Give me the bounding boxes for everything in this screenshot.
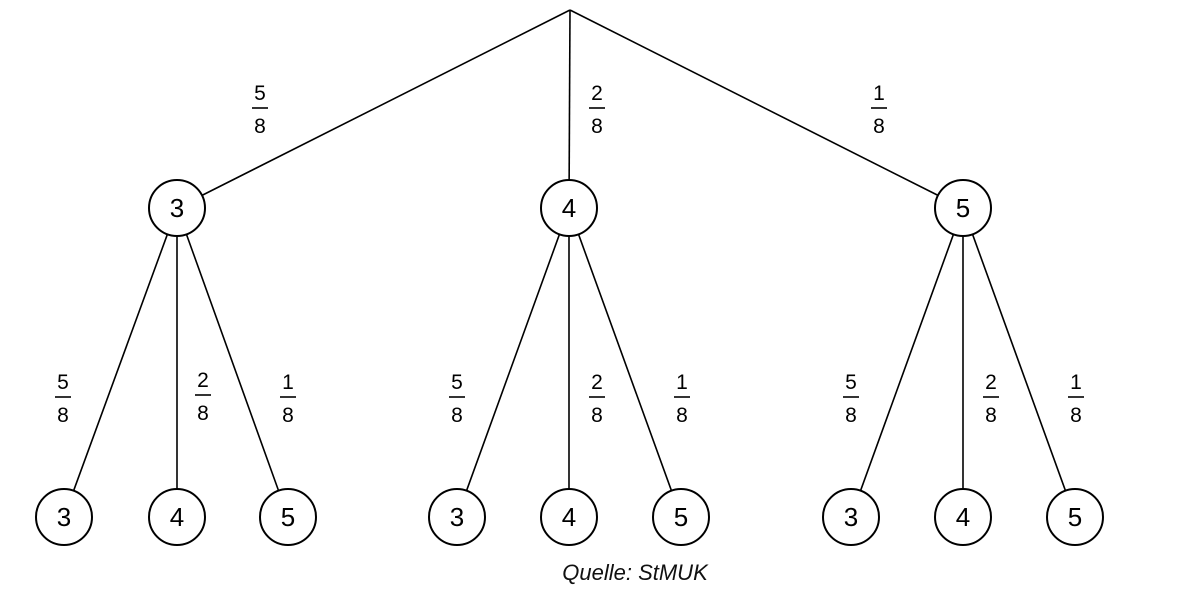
probability-denominator: 8 bbox=[985, 404, 997, 427]
edge-l1-0-to-l2-0 bbox=[72, 234, 169, 491]
probability-denominator: 8 bbox=[591, 115, 603, 138]
probability-numerator: 2 bbox=[985, 371, 997, 394]
node-label: 4 bbox=[956, 502, 970, 532]
probability-label-l1-2: 18 bbox=[871, 82, 887, 138]
node-circle bbox=[934, 179, 992, 237]
edge-l1-0-to-l2-2 bbox=[185, 234, 280, 491]
node-circle bbox=[148, 488, 206, 546]
edge-l1-2-to-l2-0 bbox=[859, 234, 955, 491]
probability-numerator: 5 bbox=[254, 82, 266, 105]
edge-root-to-l1-0 bbox=[201, 9, 571, 197]
tree-node-l2-2-1: 4 bbox=[934, 488, 992, 546]
node-label: 5 bbox=[956, 193, 970, 223]
probability-denominator: 8 bbox=[676, 404, 688, 427]
edge-root-to-l1-1 bbox=[568, 9, 571, 181]
probability-numerator: 2 bbox=[591, 371, 603, 394]
tree-node-l2-0-2: 5 bbox=[259, 488, 317, 546]
probability-denominator: 8 bbox=[57, 404, 69, 427]
node-label: 5 bbox=[674, 502, 688, 532]
node-label: 4 bbox=[562, 193, 576, 223]
node-label: 3 bbox=[844, 502, 858, 532]
tree-node-l1-0: 3 bbox=[148, 179, 206, 237]
tree-node-l2-2-0: 3 bbox=[822, 488, 880, 546]
edge-l1-1-to-l2-0 bbox=[465, 234, 561, 491]
probability-label-l2-2-1: 28 bbox=[983, 371, 999, 427]
tree-node-l2-2-2: 5 bbox=[1046, 488, 1104, 546]
probability-numerator: 1 bbox=[1070, 371, 1082, 394]
probability-denominator: 8 bbox=[282, 404, 294, 427]
tree-nodes: 3 4 5 3 4 5 3 4 5 3 4 5 bbox=[35, 179, 1104, 546]
probability-numerator: 1 bbox=[873, 82, 885, 105]
node-circle bbox=[428, 488, 486, 546]
probability-denominator: 8 bbox=[873, 115, 885, 138]
node-circle bbox=[148, 179, 206, 237]
node-label: 4 bbox=[562, 502, 576, 532]
probability-label-l1-0: 58 bbox=[252, 82, 268, 138]
probability-denominator: 8 bbox=[254, 115, 266, 138]
probability-numerator: 5 bbox=[845, 371, 857, 394]
probability-denominator: 8 bbox=[1070, 404, 1082, 427]
node-circle bbox=[934, 488, 992, 546]
node-circle bbox=[540, 488, 598, 546]
probability-label-l2-0-1: 28 bbox=[195, 369, 211, 425]
node-circle bbox=[35, 488, 93, 546]
probability-numerator: 2 bbox=[591, 82, 603, 105]
probability-numerator: 1 bbox=[676, 371, 688, 394]
probability-denominator: 8 bbox=[197, 402, 209, 425]
probability-label-l2-0-2: 18 bbox=[280, 371, 296, 427]
edge-root-to-l1-2 bbox=[569, 9, 939, 197]
probability-label-l2-2-2: 18 bbox=[1068, 371, 1084, 427]
probability-label-l2-1-0: 58 bbox=[449, 371, 465, 427]
node-circle bbox=[652, 488, 710, 546]
probability-label-l2-1-1: 28 bbox=[589, 371, 605, 427]
source-text: Quelle: StMUK bbox=[562, 560, 708, 585]
tree-node-l2-1-1: 4 bbox=[540, 488, 598, 546]
probability-denominator: 8 bbox=[845, 404, 857, 427]
probability-numerator: 2 bbox=[197, 369, 209, 392]
node-circle bbox=[822, 488, 880, 546]
node-circle bbox=[1046, 488, 1104, 546]
tree-node-l1-2: 5 bbox=[934, 179, 992, 237]
node-label: 4 bbox=[170, 502, 184, 532]
node-circle bbox=[259, 488, 317, 546]
probability-numerator: 5 bbox=[57, 371, 69, 394]
node-circle bbox=[540, 179, 598, 237]
probability-label-l2-0-0: 58 bbox=[55, 371, 71, 427]
node-label: 3 bbox=[170, 193, 184, 223]
probability-denominator: 8 bbox=[451, 404, 463, 427]
probability-numerator: 5 bbox=[451, 371, 463, 394]
edge-l1-1-to-l2-2 bbox=[577, 234, 673, 491]
probability-label-l1-1: 28 bbox=[589, 82, 605, 138]
tree-node-l1-1: 4 bbox=[540, 179, 598, 237]
tree-edges bbox=[72, 9, 1067, 491]
probability-numerator: 1 bbox=[282, 371, 294, 394]
edge-l1-2-to-l2-2 bbox=[971, 234, 1067, 491]
node-label: 5 bbox=[281, 502, 295, 532]
probability-denominator: 8 bbox=[591, 404, 603, 427]
source-caption: Quelle: StMUK bbox=[0, 560, 1180, 586]
tree-node-l2-1-0: 3 bbox=[428, 488, 486, 546]
tree-node-l2-0-0: 3 bbox=[35, 488, 93, 546]
probability-label-l2-1-2: 18 bbox=[674, 371, 690, 427]
node-label: 3 bbox=[57, 502, 71, 532]
tree-node-l2-1-2: 5 bbox=[652, 488, 710, 546]
node-label: 3 bbox=[450, 502, 464, 532]
tree-node-l2-0-1: 4 bbox=[148, 488, 206, 546]
node-label: 5 bbox=[1068, 502, 1082, 532]
probability-label-l2-2-0: 58 bbox=[843, 371, 859, 427]
